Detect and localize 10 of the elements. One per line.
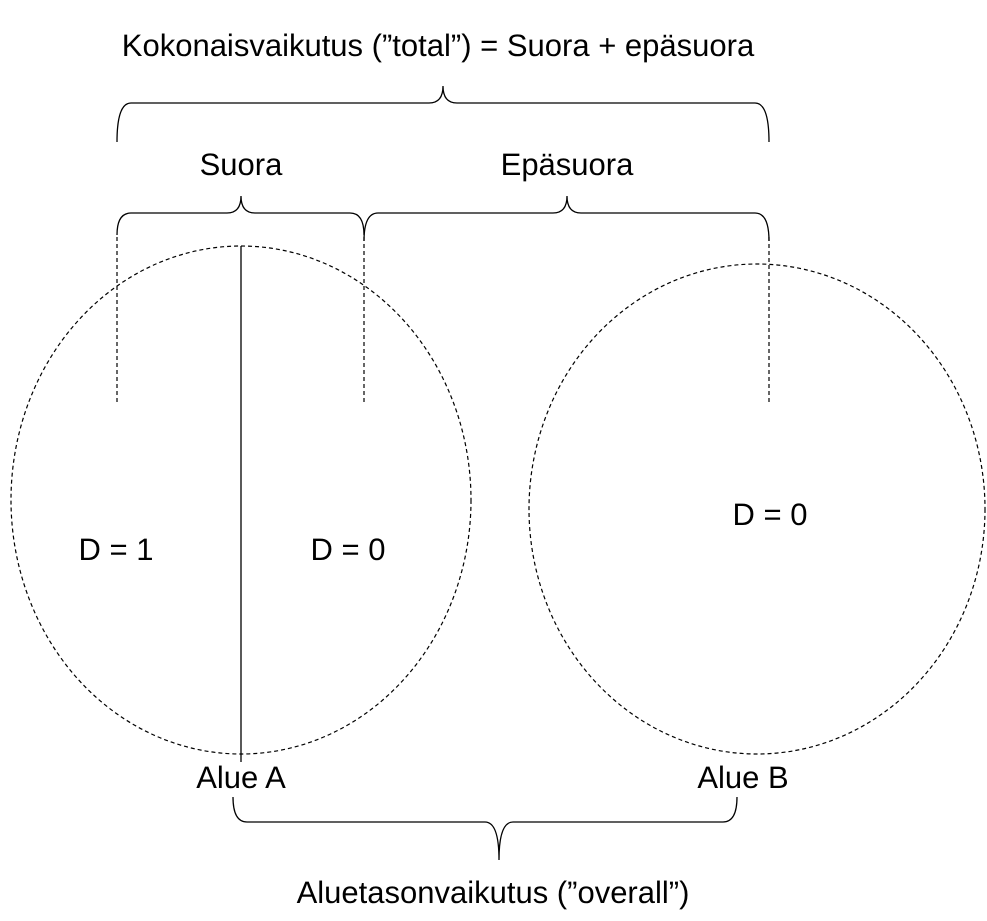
region-label: D = 0: [732, 498, 808, 532]
area-name: Alue B: [697, 760, 789, 796]
region-label: D = 0: [310, 532, 386, 568]
area-name: Alue A: [196, 760, 286, 796]
brace-label: Suora: [200, 148, 282, 182]
heading: Kokonaisvaikutus (”total”) = Suora + epäsuora: [122, 28, 754, 64]
brace-label: Aluetasonvaikutus (”overall”): [296, 876, 690, 910]
region-label: D = 1: [78, 532, 154, 568]
dashed-circle: [528, 263, 986, 755]
brace-label: Epäsuora: [500, 148, 634, 182]
